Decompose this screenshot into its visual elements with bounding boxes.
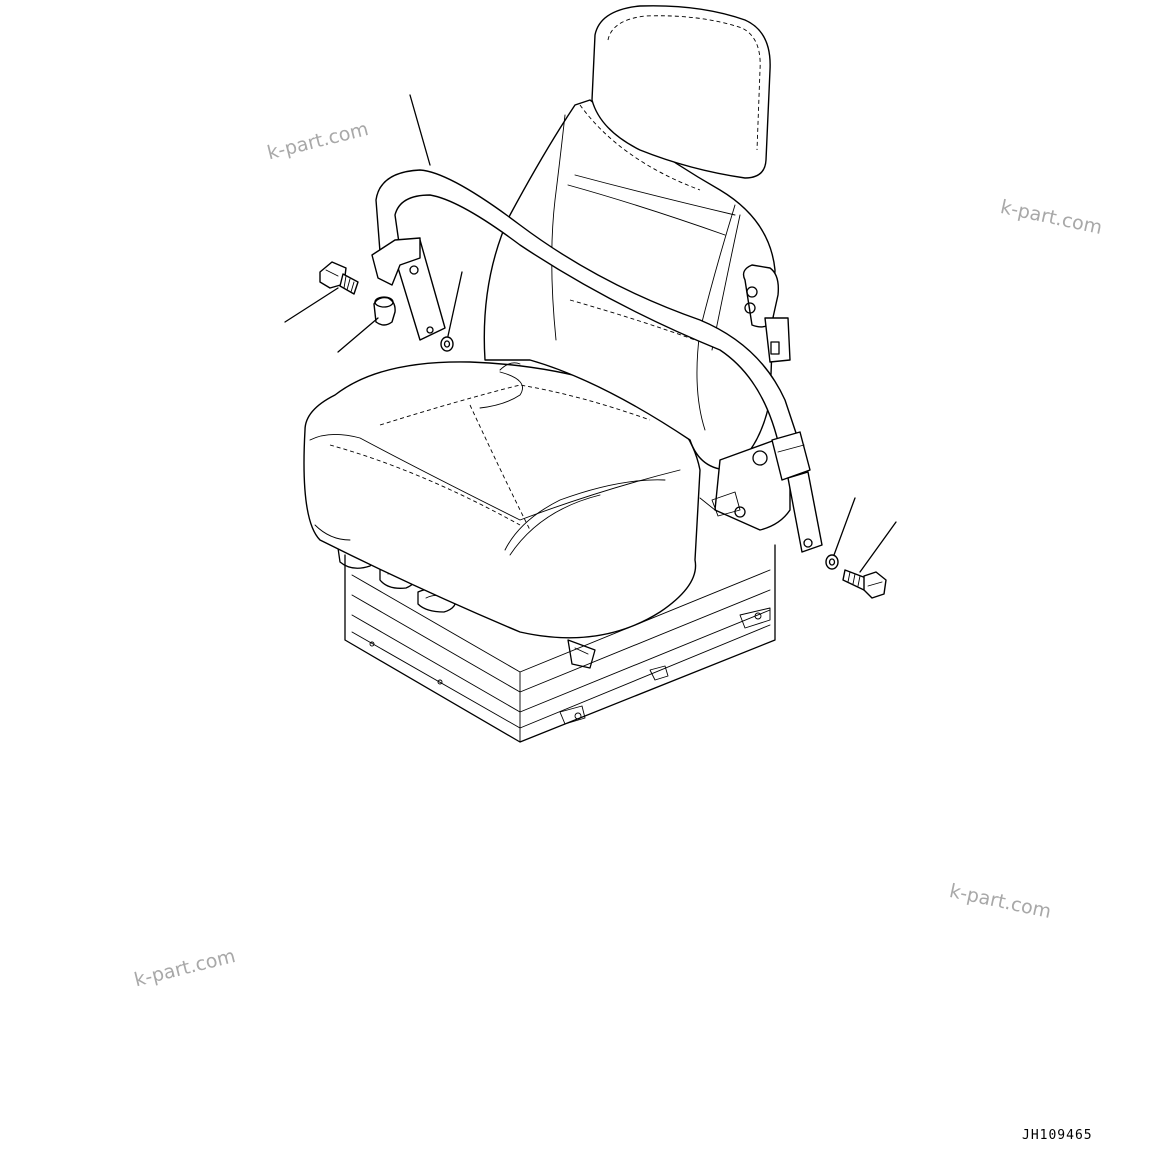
seat-headrest (591, 5, 771, 179)
bolt-left (319, 261, 359, 295)
bolt-right (842, 569, 887, 599)
seat-belt (371, 169, 823, 553)
buckle-bracket (699, 264, 791, 531)
leader-lines (284, 94, 897, 573)
seat-cushion (303, 361, 701, 639)
seat-suspension-base (344, 544, 776, 743)
washer-left (440, 336, 454, 352)
spacer-left (373, 296, 396, 326)
drawing-number: JH109465 (1022, 1128, 1093, 1143)
washer-right (825, 554, 839, 570)
